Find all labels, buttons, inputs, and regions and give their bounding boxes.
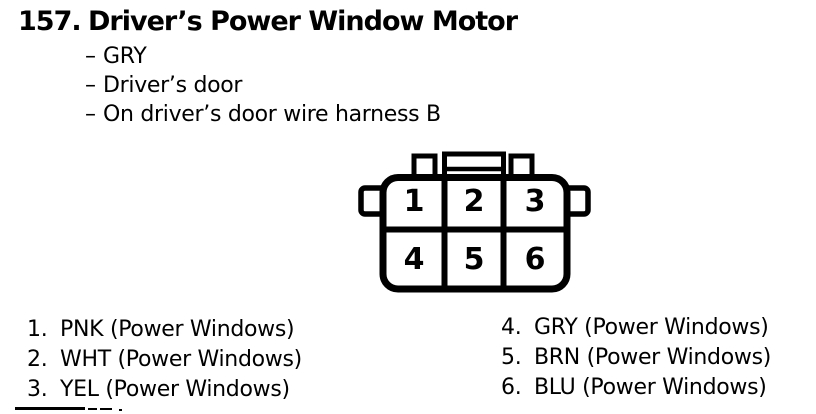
detail-line: –Driver’s door (85, 71, 441, 100)
page-title: Driver’s Power Window Motor (88, 6, 518, 37)
pin-list-label: BRN (Power Windows) (534, 345, 772, 370)
pin-list-item: 3. YEL (Power Windows) (27, 375, 302, 405)
pin-list-label: YEL (Power Windows) (60, 377, 290, 402)
dash-bullet: – (85, 44, 96, 69)
pin-list-label: BLU (Power Windows) (534, 375, 767, 400)
detail-text: GRY (103, 44, 147, 69)
section-number: 157. (18, 6, 82, 37)
pin-list-right: 4. GRY (Power Windows) 5. BRN (Power Windo… (501, 313, 771, 403)
detail-text: On driver’s door wire harness B (103, 102, 441, 127)
dash-bullet: – (85, 73, 96, 98)
pin-number-2: 2 (464, 184, 485, 219)
scan-artifact (527, 286, 547, 288)
pin-list-item: 5. BRN (Power Windows) (501, 343, 771, 373)
pin-list-left: 1. PNK (Power Windows) 2. WHT (Power Windo… (27, 315, 302, 405)
pin-list-item: 6. BLU (Power Windows) (501, 373, 771, 403)
scan-artifact (88, 408, 97, 410)
pin-list-label: WHT (Power Windows) (60, 347, 302, 372)
pin-list-number: 5. (501, 345, 522, 370)
pin-list-label: GRY (Power Windows) (534, 315, 769, 340)
pin-number-3: 3 (525, 184, 546, 219)
pin-number-1: 1 (404, 184, 425, 219)
pin-list-item: 1. PNK (Power Windows) (27, 315, 302, 345)
pin-number-4: 4 (404, 242, 425, 277)
scan-artifact (100, 408, 112, 410)
scan-artifact (15, 407, 85, 410)
connector-diagram: 1 2 3 4 5 6 (358, 151, 591, 293)
detail-list: –GRY –Driver’s door –On driver’s door wi… (85, 42, 441, 129)
pin-list-number: 6. (501, 375, 522, 400)
pin-list-item: 2. WHT (Power Windows) (27, 345, 302, 375)
pin-list-number: 1. (27, 317, 48, 342)
pin-number-5: 5 (464, 242, 485, 277)
pin-list-label: PNK (Power Windows) (60, 317, 295, 342)
detail-line: –GRY (85, 42, 441, 71)
pin-number-6: 6 (525, 242, 546, 277)
dash-bullet: – (85, 102, 96, 127)
scan-artifact (119, 409, 122, 411)
pin-list-number: 4. (501, 315, 522, 340)
connector-body (379, 174, 571, 293)
pin-list-number: 3. (27, 377, 48, 402)
pin-list-number: 2. (27, 347, 48, 372)
scan-artifact (507, 286, 523, 288)
detail-line: –On driver’s door wire harness B (85, 100, 441, 129)
detail-text: Driver’s door (103, 73, 243, 98)
pin-list-item: 4. GRY (Power Windows) (501, 313, 771, 343)
